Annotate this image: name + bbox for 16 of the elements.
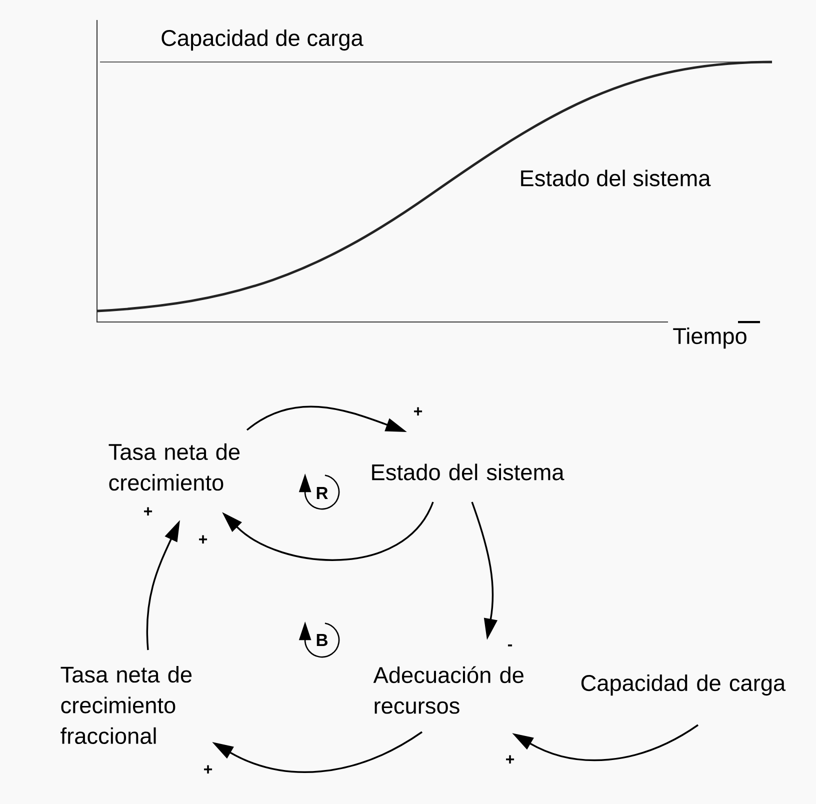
polarity-sign: +: [414, 407, 422, 416]
axis-label: Tiempo: [673, 327, 746, 349]
variable-label: Capacidad de carga: [581, 674, 786, 696]
polarity-sign: +: [204, 765, 212, 774]
polarity-sign: +: [199, 535, 208, 544]
variable-label: Adecuación de recursos: [373, 666, 524, 714]
variable-label: Estado del sistema: [372, 464, 564, 480]
chart-label: Estado del sistema: [521, 170, 711, 186]
variable-label: Tasa neta de crecimiento: [108, 443, 240, 491]
variable-label: Tasa neta de crecimiento fraccional: [60, 666, 192, 744]
chart-label: Capacidad de carga: [162, 29, 364, 51]
loop-label: R: [316, 487, 328, 499]
polarity-sign: +: [144, 507, 152, 516]
loop-label: B: [316, 634, 328, 646]
polarity-sign: -: [508, 644, 512, 646]
polarity-sign: +: [506, 755, 514, 764]
